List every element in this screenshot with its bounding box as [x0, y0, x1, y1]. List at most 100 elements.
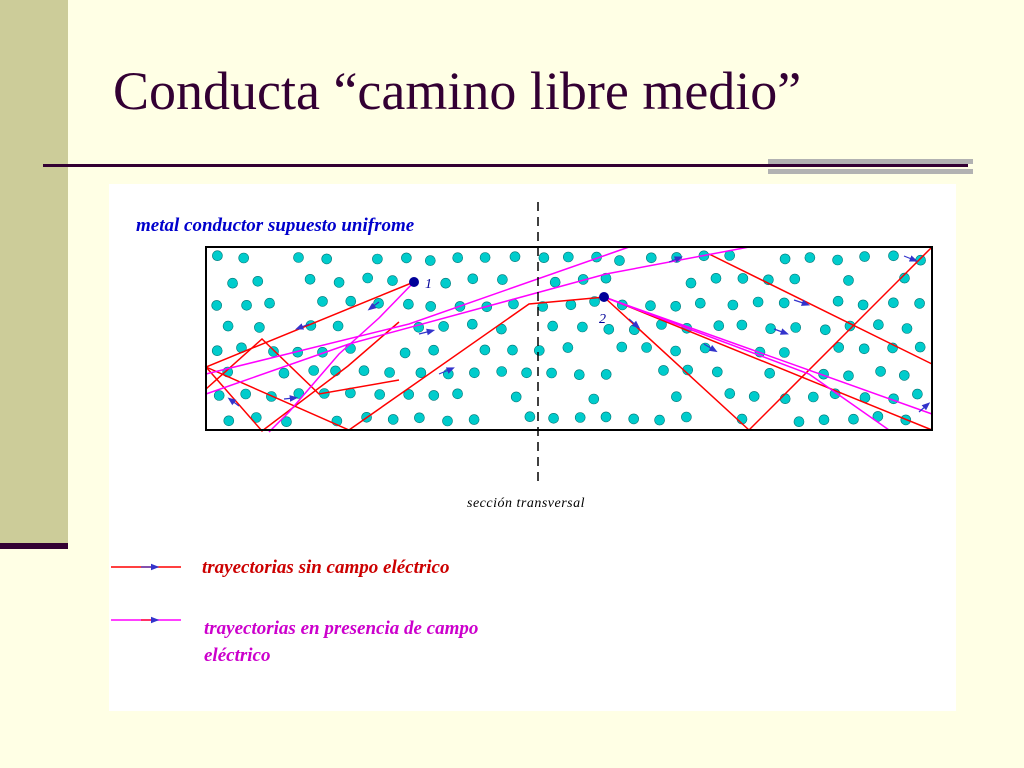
- ion-dot: [915, 254, 926, 266]
- arrow-marker: [227, 397, 240, 407]
- ion-dot: [898, 370, 910, 381]
- trajectory-arrows: [227, 255, 931, 413]
- ion-dot: [658, 365, 669, 376]
- point-1-label: 1: [425, 277, 432, 292]
- ion-dot: [374, 389, 386, 400]
- ion-dot: [321, 253, 332, 265]
- ion-dot: [373, 298, 384, 309]
- ion-dot: [372, 253, 383, 265]
- ion-dot: [240, 388, 251, 400]
- ion-dot: [524, 411, 536, 422]
- ion-dot: [819, 324, 831, 336]
- ion-dot: [574, 412, 586, 423]
- ion-dot: [212, 250, 223, 261]
- ion-dot: [358, 365, 370, 376]
- electron-point-1: [409, 277, 419, 287]
- ion-dot: [685, 277, 697, 289]
- ion-dot: [790, 322, 802, 333]
- ion-dot: [428, 390, 440, 401]
- ion-dot: [859, 251, 870, 262]
- ion-dot: [467, 273, 479, 285]
- ion-dot: [403, 389, 415, 400]
- arrow-marker: [628, 318, 641, 329]
- arrow-marker: [703, 343, 718, 353]
- ion-dot: [546, 367, 557, 379]
- ion-dot: [562, 342, 574, 353]
- ion-dot: [765, 323, 777, 334]
- ion-dot: [547, 320, 559, 332]
- ion-dot: [317, 296, 328, 307]
- legend-no-field-label: trayectorias sin campo eléctrico: [202, 557, 449, 578]
- ion-dot: [442, 415, 453, 427]
- arrow-marker: [295, 323, 310, 330]
- arrow-marker: [367, 301, 380, 311]
- ion-dot: [888, 250, 899, 262]
- arrow-marker: [903, 255, 918, 262]
- ion-dot: [401, 252, 412, 264]
- ion-dot: [807, 391, 819, 403]
- ion-dot: [254, 322, 265, 333]
- ion-dot: [600, 411, 612, 423]
- ion-dot: [241, 300, 252, 311]
- ion-dot: [748, 391, 760, 402]
- ion-dot: [752, 296, 764, 308]
- ion-dot: [628, 324, 640, 335]
- ion-dot: [332, 320, 344, 332]
- field-trajectory: [205, 246, 630, 375]
- ion-dot: [779, 347, 790, 358]
- ion-dot: [600, 272, 612, 284]
- ion-dot: [345, 295, 357, 307]
- ion-dot: [304, 274, 316, 285]
- ion-dot: [452, 388, 463, 400]
- ion-dot: [818, 414, 830, 426]
- ion-dot: [875, 366, 886, 377]
- ion-dot: [670, 345, 681, 357]
- ion-dot: [549, 276, 561, 288]
- ion-dot: [654, 414, 665, 426]
- ion-dot: [778, 297, 790, 309]
- arrow-marker: [668, 256, 683, 263]
- no-field-trajectory: [603, 246, 933, 432]
- cross-section-label: sección transversal: [467, 496, 585, 511]
- ion-dot: [901, 323, 913, 334]
- electron-point-2: [599, 292, 609, 302]
- ion-dot: [509, 251, 521, 262]
- legend-field-label-line2: eléctrico: [204, 645, 270, 666]
- ion-dot: [565, 299, 577, 311]
- ion-dot: [362, 272, 374, 284]
- ion-dot: [510, 391, 522, 403]
- arrow-marker: [918, 402, 931, 413]
- ion-dot: [737, 273, 749, 284]
- ion-dot: [614, 255, 625, 266]
- ion-dot: [537, 301, 549, 312]
- ion-dot: [857, 299, 869, 311]
- ion-dot: [804, 252, 816, 263]
- conductor-diagram: metal conductor supuesto unifrome: [111, 202, 933, 666]
- trajectories-with-field: [205, 246, 933, 433]
- ion-dot: [330, 365, 341, 377]
- ion-dot: [387, 414, 399, 425]
- ion-dot: [496, 366, 508, 377]
- point-2-label: 2: [599, 312, 606, 327]
- ion-dot: [600, 369, 612, 380]
- ion-dot: [333, 277, 345, 288]
- ion-dot: [268, 346, 279, 357]
- ion-dot: [452, 252, 464, 263]
- ion-dot: [914, 298, 925, 309]
- ion-dot: [616, 341, 628, 353]
- ion-dot: [469, 367, 480, 379]
- ion-dot: [848, 413, 859, 425]
- ion-dot: [521, 367, 532, 379]
- arrow-marker: [793, 299, 810, 306]
- ion-dot: [252, 276, 264, 287]
- ion-dot: [384, 367, 395, 378]
- ion-dot: [710, 273, 722, 284]
- ion-dot: [779, 393, 791, 404]
- diagram-heading: metal conductor supuesto unifrome: [136, 215, 415, 236]
- ion-dot: [440, 277, 452, 289]
- ion-dot: [438, 321, 449, 332]
- trajectories-no-field: [204, 246, 933, 433]
- ion-dot: [428, 344, 440, 356]
- ion-dot: [711, 366, 723, 378]
- ion-dot: [589, 296, 600, 307]
